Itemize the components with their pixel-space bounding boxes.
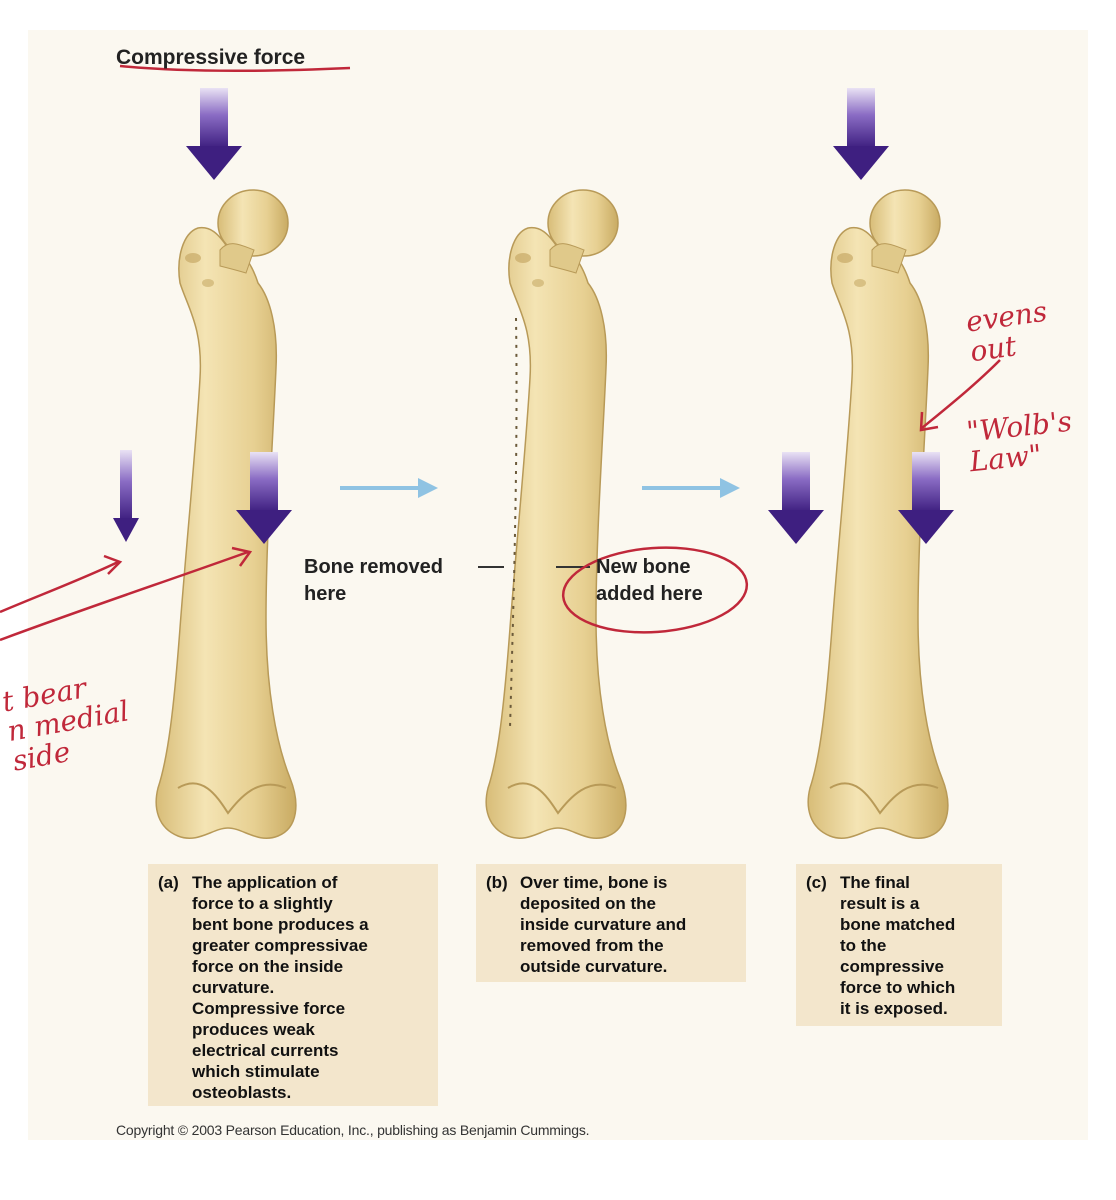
annotation-arrow-left-1 [0, 560, 119, 614]
caption-b: (b) Over time, bone is deposited on the … [476, 864, 746, 982]
title-underline [119, 64, 351, 73]
label-new-bone: New bone added here [596, 556, 703, 605]
caption-a-text: The application of force to a slightly b… [192, 873, 369, 1102]
copyright-text: Copyright © 2003 Pearson Education, Inc.… [116, 1122, 590, 1138]
caption-b-text: Over time, bone is deposited on the insi… [520, 873, 687, 976]
diagram-title: Compressive force [116, 46, 306, 69]
process-arrow-1 [340, 478, 438, 498]
label-bone-removed: Bone removed here [304, 556, 443, 605]
new-bone-circle [561, 546, 749, 634]
femur-b [485, 189, 627, 840]
force-arrow-top-a [186, 88, 242, 180]
handwritten-evens-out: evens out [963, 294, 1050, 369]
force-arrow-left-c [768, 452, 824, 544]
caption-a: (a) The application of force to a slight… [148, 864, 438, 1106]
caption-c-tag: (c) [806, 873, 827, 892]
remodel-dotted-line [509, 317, 518, 729]
caption-a-tag: (a) [158, 873, 179, 892]
process-arrow-2 [642, 478, 740, 498]
annotation-arrow-left-2 [0, 550, 249, 642]
caption-b-tag: (b) [486, 873, 508, 892]
handwritten-law-note: "Wolb's Law" [964, 404, 1074, 479]
force-arrow-top-c [833, 88, 889, 180]
caption-c: (c) The final result is a bone matched t… [796, 864, 1002, 1026]
force-arrow-left-a [113, 450, 139, 542]
caption-c-text: The final result is a bone matched to th… [840, 873, 956, 1018]
annotation-arrow-right [921, 359, 1001, 429]
